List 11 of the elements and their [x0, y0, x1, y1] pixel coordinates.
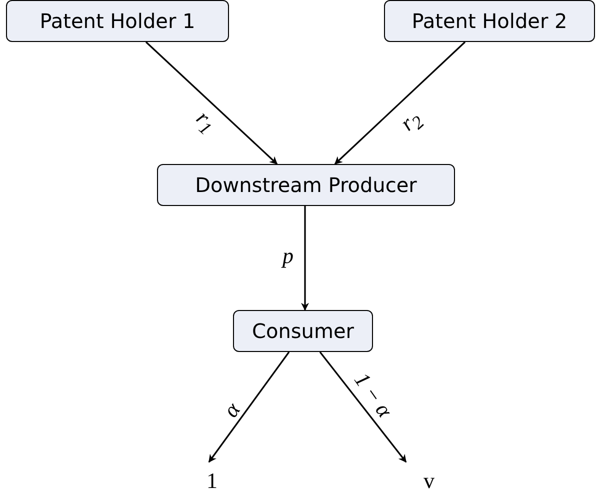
arrow [301, 206, 309, 311]
arrow [145, 41, 278, 165]
process-box: Patent Holder 1 [6, 0, 229, 42]
outcome-label: 1 [198, 462, 226, 492]
process-box: Consumer [233, 310, 373, 352]
process-box: Downstream Producer [157, 164, 455, 206]
process-box: Patent Holder 2 [384, 0, 595, 42]
arrow [208, 352, 290, 463]
outcome-label: v [404, 462, 454, 492]
arrow [334, 41, 466, 165]
arrow [319, 352, 407, 463]
